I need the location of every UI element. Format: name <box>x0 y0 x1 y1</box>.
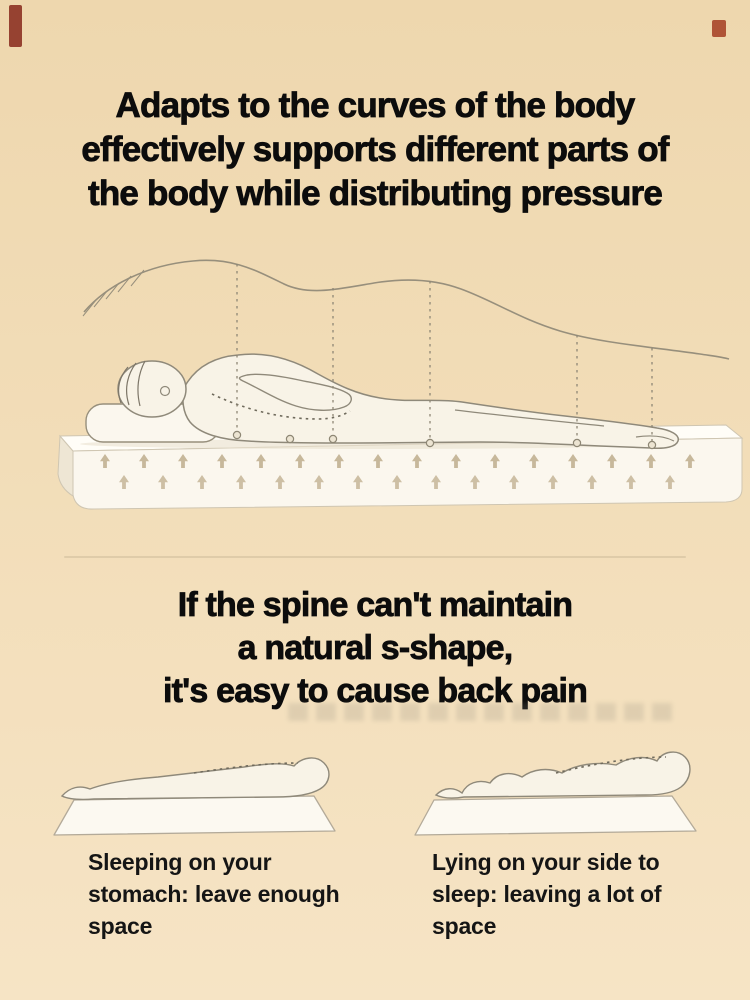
blanket-curve <box>83 259 730 360</box>
small-mattress <box>414 795 697 836</box>
support-arrows-row-2 <box>119 475 675 489</box>
mattress-front-face <box>72 437 743 510</box>
caption-right: Lying on your side to sleep: leaving a l… <box>432 846 661 942</box>
faded-watermark <box>288 703 673 721</box>
caption-right-line-1: Lying on your side to <box>432 849 660 875</box>
pressure-dashed-lines <box>236 264 653 442</box>
heading-top-line-3: the body while distributing pressure <box>87 174 664 214</box>
hair-lines <box>118 360 146 407</box>
caption-left-line-2: stomach: leave enough <box>88 881 340 907</box>
heading-top-line-2: effectively supports different parts of <box>81 130 670 170</box>
pressure-points <box>232 430 657 450</box>
hatch-marks <box>82 269 145 317</box>
caption-left-line-3: space <box>88 913 153 939</box>
stomach-sleeper-illustration <box>53 757 336 836</box>
caption-right-line-2: sleep: leaving a lot of <box>432 881 662 907</box>
caption-left-line-1: Sleeping on your <box>88 849 272 875</box>
foot-line <box>635 435 675 442</box>
top-right-red-mark <box>712 20 726 37</box>
caption-left: Sleeping on your stomach: leave enough s… <box>88 846 340 942</box>
spine-dotted-line <box>211 393 351 420</box>
small-mattress <box>53 795 336 836</box>
sleeper-arm <box>238 373 352 411</box>
heading-middle-line-2: a natural s-shape, <box>237 629 513 668</box>
top-left-red-mark <box>9 5 22 47</box>
sleeper-head <box>117 360 187 418</box>
leg-line <box>454 409 605 427</box>
stomach-sleeper-body <box>60 757 330 801</box>
heading-middle-line-3: it's easy to cause back pain <box>162 672 589 711</box>
heading-middle-line-1: If the spine can't maintain <box>177 586 573 625</box>
heading-top: Adapts to the curves of the body effecti… <box>0 84 750 216</box>
section-divider <box>64 556 686 558</box>
side-sleeper-small-illustration <box>414 751 697 836</box>
caption-right-line-3: space <box>432 913 497 939</box>
side-sleeper-spine-dots <box>555 756 667 774</box>
side-sleeper-body <box>434 751 691 799</box>
ear <box>159 385 171 397</box>
heading-top-line-1: Adapts to the curves of the body <box>115 86 636 126</box>
heading-middle: If the spine can't maintain a natural s-… <box>0 584 750 713</box>
side-sleeper-pressure-illustration <box>57 259 744 510</box>
